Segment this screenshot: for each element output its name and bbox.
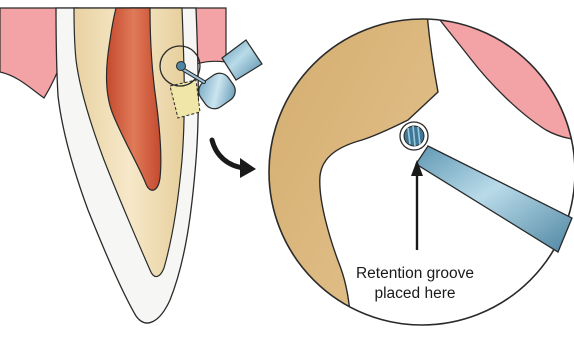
magnified-view: Retention groove placed here [260, 0, 574, 337]
tooth-cross-section [0, 8, 262, 323]
annotation-line-2: placed here [374, 285, 455, 302]
curved-arrow-icon [212, 140, 256, 178]
annotation-line-1: Retention groove [356, 265, 474, 282]
